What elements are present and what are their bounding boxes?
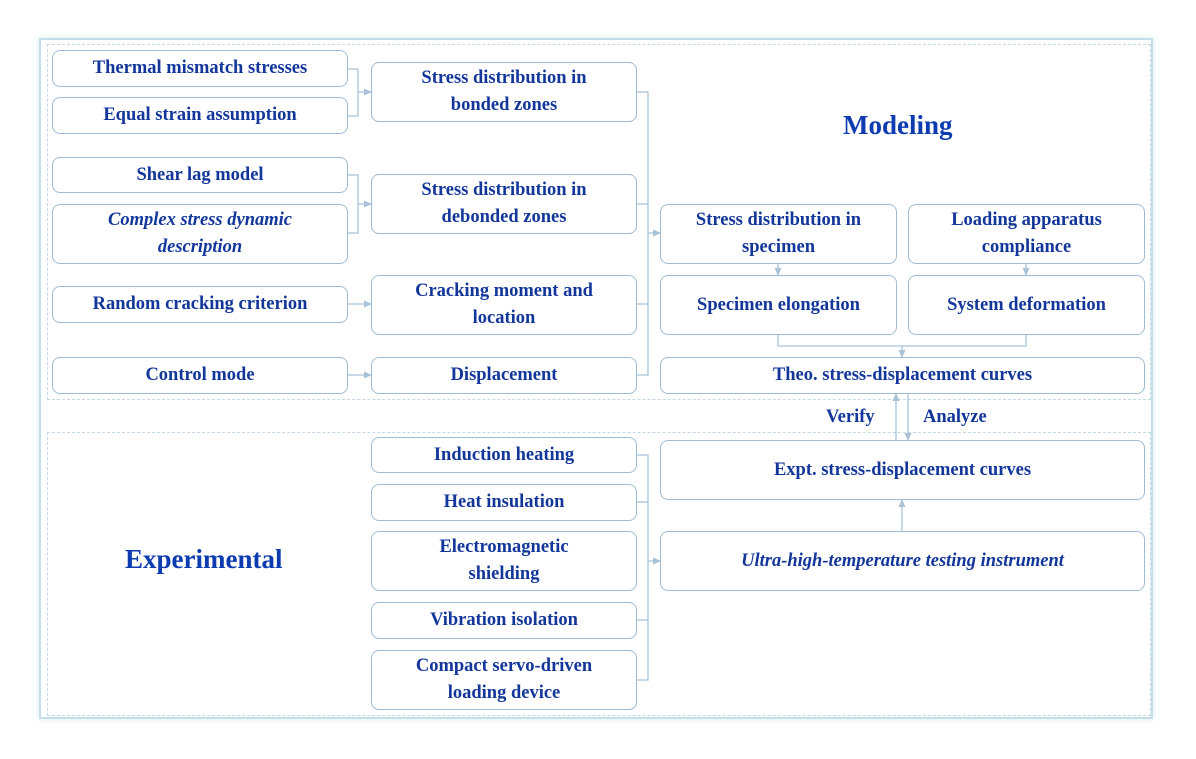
cracking-moment-box: Cracking moment and location — [371, 275, 637, 335]
em-shielding-box: Electromagnetic shielding — [371, 531, 637, 591]
testing-instrument-box: Ultra-high-temperature testing instrumen… — [660, 531, 1145, 591]
random-cracking-box: Random cracking criterion — [52, 286, 348, 323]
analyze-label: Analyze — [923, 407, 987, 427]
debonded-zones-box: Stress distribution in debonded zones — [371, 174, 637, 234]
modeling-title: Modeling — [843, 110, 953, 140]
induction-heating-box: Induction heating — [371, 437, 637, 473]
shear-lag-box: Shear lag model — [52, 157, 348, 193]
specimen-elongation-box: Specimen elongation — [660, 275, 897, 335]
bonded-zones-box: Stress distribution in bonded zones — [371, 62, 637, 122]
expt-curves-box: Expt. stress-displacement curves — [660, 440, 1145, 500]
outer-frame — [39, 38, 1153, 719]
vibration-isolation-box: Vibration isolation — [371, 602, 637, 639]
loading-compliance-box: Loading apparatus compliance — [908, 204, 1145, 264]
specimen-stress-box: Stress distribution in specimen — [660, 204, 897, 264]
experimental-region — [47, 432, 1151, 716]
complex-stress-box: Complex stress dynamic description — [52, 204, 348, 264]
servo-loading-box: Compact servo-driven loading device — [371, 650, 637, 710]
theo-curves-box: Theo. stress-displacement curves — [660, 357, 1145, 394]
experimental-title: Experimental — [125, 544, 283, 574]
heat-insulation-box: Heat insulation — [371, 484, 637, 521]
thermal-mismatch-box: Thermal mismatch stresses — [52, 50, 348, 87]
displacement-box: Displacement — [371, 357, 637, 394]
system-deformation-box: System deformation — [908, 275, 1145, 335]
control-mode-box: Control mode — [52, 357, 348, 394]
verify-label: Verify — [826, 407, 875, 427]
modeling-region — [47, 44, 1151, 400]
equal-strain-box: Equal strain assumption — [52, 97, 348, 134]
